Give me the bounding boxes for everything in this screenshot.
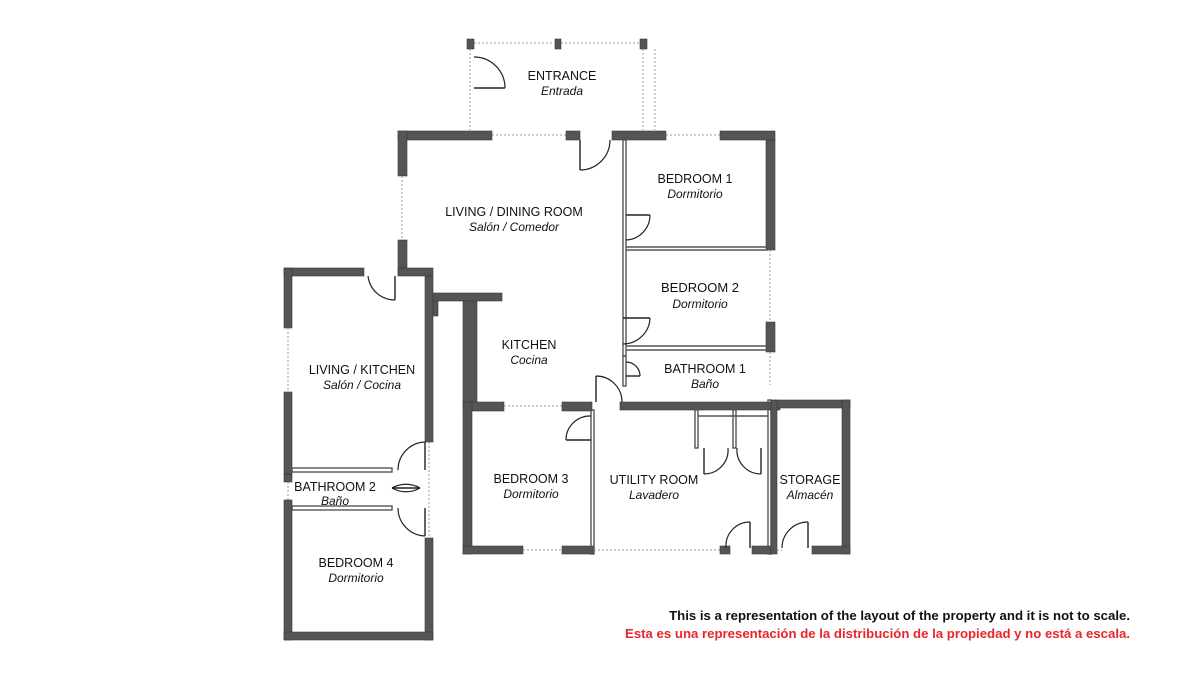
door-bedroom-2 [622, 317, 651, 345]
door-bedroom-3 [565, 415, 592, 441]
door-bathroom-2 [391, 483, 421, 493]
room-name-storage: STORAGE [780, 473, 841, 487]
room-sub-bedroom-4: Dormitorio [328, 571, 384, 585]
door-bathroom-1 [625, 361, 641, 377]
room-name-kitchen: KITCHEN [502, 338, 557, 352]
door-utility-cupboard-2 [736, 447, 762, 475]
disclaimer-english: This is a representation of the layout o… [669, 608, 1130, 623]
doors [367, 56, 809, 549]
room-name-living-kitchen: LIVING / KITCHEN [309, 363, 415, 377]
room-sub-entrance: Entrada [541, 84, 583, 98]
door-storage [781, 521, 809, 549]
room-labels: ENTRANCE Entrada LIVING / DINING ROOM Sa… [294, 69, 840, 585]
door-kitchen-hall [595, 375, 623, 403]
room-name-bathroom-1: BATHROOM 1 [664, 362, 746, 376]
room-name-bedroom-1: BEDROOM 1 [657, 172, 732, 186]
room-sub-kitchen: Cocina [510, 353, 548, 367]
walls [283, 130, 851, 641]
room-name-utility: UTILITY ROOM [610, 473, 699, 487]
room-sub-bedroom-2: Dormitorio [672, 297, 728, 311]
room-name-bedroom-3: BEDROOM 3 [493, 472, 568, 486]
door-utility-exterior [725, 521, 751, 549]
door-living-kitchen [367, 275, 396, 301]
door-entrance [473, 56, 506, 89]
room-sub-bedroom-3: Dormitorio [503, 487, 559, 501]
room-sub-storage: Almacén [786, 488, 834, 502]
room-sub-utility: Lavadero [629, 488, 679, 502]
room-sub-living-kitchen: Salón / Cocina [323, 378, 401, 392]
room-name-living-dining: LIVING / DINING ROOM [445, 205, 583, 219]
door-utility-cupboard-1 [703, 447, 729, 475]
room-sub-bathroom-2: Baño [321, 494, 349, 508]
room-sub-bedroom-1: Dormitorio [667, 187, 723, 201]
room-name-bedroom-2: BEDROOM 2 [661, 280, 739, 295]
room-name-entrance: ENTRANCE [528, 69, 597, 83]
door-bedroom-1 [625, 214, 651, 241]
door-bedroom-4 [397, 507, 426, 537]
door-annex-hall [397, 441, 426, 471]
door-living-dining [579, 139, 611, 171]
entrance-structure [466, 38, 656, 130]
room-name-bathroom-2: BATHROOM 2 [294, 480, 376, 494]
room-sub-living-dining: Salón / Comedor [469, 220, 560, 234]
disclaimer-spanish: Esta es una representación de la distrib… [625, 626, 1130, 641]
room-sub-bathroom-1: Baño [691, 377, 719, 391]
room-name-bedroom-4: BEDROOM 4 [318, 556, 393, 570]
